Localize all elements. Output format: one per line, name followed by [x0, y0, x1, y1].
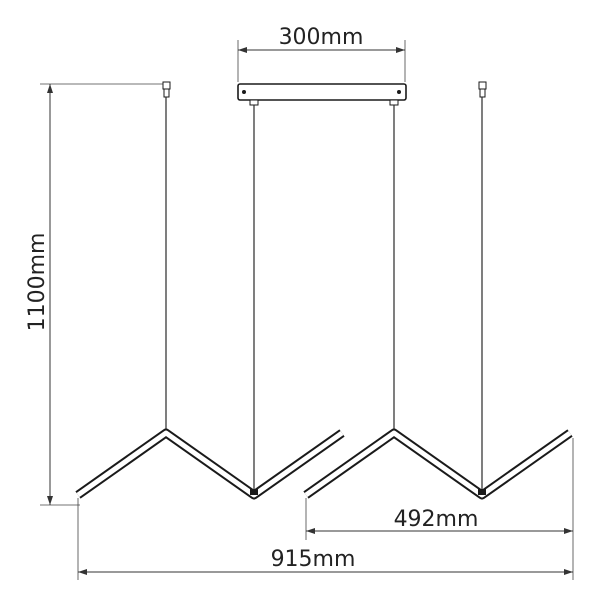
module-width-dimension: 492mm — [305, 438, 574, 540]
height-dimension: 1100mm — [25, 83, 168, 506]
ceiling-canopy — [237, 83, 407, 106]
canopy-width-dimension: 300mm — [237, 25, 406, 82]
suspension-wires — [165, 97, 483, 495]
height-label: 1100mm — [25, 233, 50, 332]
module-width-label: 492mm — [394, 507, 479, 532]
left-zigzag-light-bar — [75, 428, 345, 500]
total-width-label: 915mm — [271, 547, 356, 572]
total-width-dimension: 915mm — [77, 498, 574, 580]
right-ceiling-hook — [478, 81, 487, 98]
left-ceiling-hook — [162, 81, 171, 98]
canopy-width-label: 300mm — [279, 25, 364, 50]
right-zigzag-light-bar — [303, 428, 573, 500]
